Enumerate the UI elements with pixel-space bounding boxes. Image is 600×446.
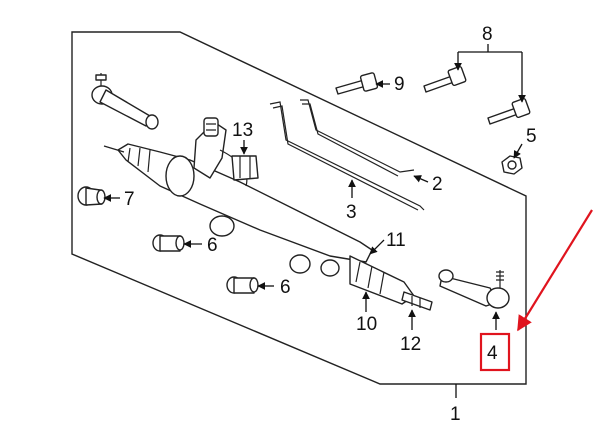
transfer-line-lower bbox=[269, 101, 425, 211]
callout-13: 13 bbox=[232, 120, 253, 141]
nut-5 bbox=[501, 155, 523, 175]
bolt-8-lower bbox=[487, 97, 531, 125]
callout-6-upper: 6 bbox=[207, 235, 218, 256]
bushing-6-lower bbox=[226, 276, 259, 294]
red-highlight-box bbox=[479, 332, 511, 372]
callout-12: 12 bbox=[400, 334, 421, 355]
bushing-6-upper bbox=[152, 234, 185, 252]
inner-tie-rod bbox=[401, 291, 433, 311]
callout-5: 5 bbox=[526, 126, 537, 147]
bolt-8-upper bbox=[423, 65, 467, 93]
callout-2: 2 bbox=[432, 174, 443, 195]
red-pointer-arrow bbox=[517, 209, 593, 332]
callout-8: 8 bbox=[482, 24, 493, 45]
leader-bracket-8 bbox=[458, 44, 522, 53]
callout-11: 11 bbox=[386, 230, 406, 251]
steering-rack-body bbox=[103, 117, 373, 277]
transfer-line-upper bbox=[300, 99, 415, 177]
callout-7: 7 bbox=[124, 189, 135, 210]
bushing-7 bbox=[77, 186, 106, 206]
callout-9: 9 bbox=[394, 74, 405, 95]
outer-tie-rod-end-right bbox=[438, 269, 510, 309]
mounting-bracket bbox=[231, 155, 259, 181]
bolt-9 bbox=[335, 72, 379, 95]
leader-arrow-2 bbox=[413, 175, 429, 183]
leader-arrow-11 bbox=[369, 239, 385, 255]
assembly-outline bbox=[71, 31, 527, 385]
callout-4: 4 bbox=[487, 343, 498, 364]
callout-6-lower: 6 bbox=[280, 277, 291, 298]
callout-10: 10 bbox=[356, 314, 377, 335]
steering-boot bbox=[349, 255, 415, 305]
outer-tie-rod-end-left bbox=[91, 73, 159, 130]
callout-3: 3 bbox=[346, 202, 357, 223]
leader-arrow-5 bbox=[513, 143, 523, 159]
callout-1: 1 bbox=[450, 404, 461, 425]
